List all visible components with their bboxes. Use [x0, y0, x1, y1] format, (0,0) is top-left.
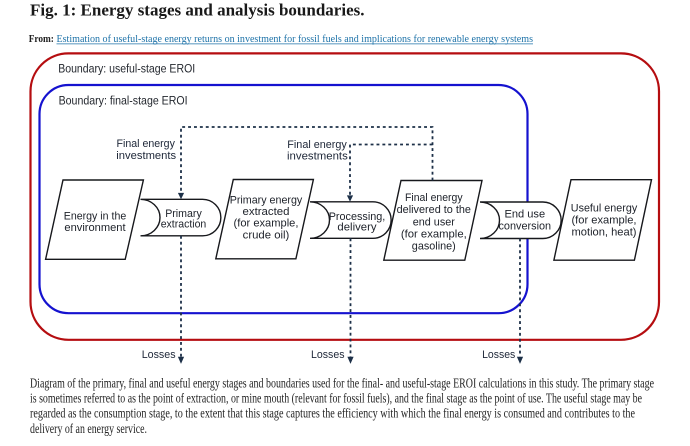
- svg-text:delivered to the: delivered to the: [397, 204, 471, 216]
- svg-text:Energy in the: Energy in the: [64, 211, 127, 223]
- svg-text:crude oil): crude oil): [243, 229, 290, 241]
- svg-text:Final energy: Final energy: [117, 138, 176, 150]
- svg-text:Final energy: Final energy: [405, 192, 463, 204]
- svg-text:extraction: extraction: [161, 219, 207, 231]
- svg-text:Fig. 1: Energy stages and anal: Fig. 1: Energy stages and analysis bound…: [30, 0, 365, 19]
- svg-text:Processing,: Processing,: [329, 211, 386, 223]
- svg-text:environment: environment: [64, 222, 126, 234]
- svg-text:Boundary: useful-stage EROI: Boundary: useful-stage EROI: [58, 61, 195, 75]
- svg-text:Losses: Losses: [482, 349, 516, 361]
- svg-text:Losses: Losses: [311, 349, 345, 361]
- svg-text:Primary energy: Primary energy: [230, 195, 303, 207]
- svg-text:(for example,: (for example,: [571, 215, 636, 227]
- svg-text:Estimation of useful-stage ene: Estimation of useful-stage energy return…: [57, 34, 534, 45]
- svg-text:Diagram of the primary, final: Diagram of the primary, final and useful…: [30, 375, 654, 390]
- svg-text:regarded as the consumption st: regarded as the consumption stage, to th…: [30, 406, 635, 421]
- svg-text:delivery: delivery: [337, 221, 376, 233]
- svg-text:gasoline): gasoline): [412, 241, 456, 253]
- svg-text:investments: investments: [116, 150, 176, 162]
- svg-text:investments: investments: [287, 151, 348, 163]
- svg-text:Primary: Primary: [165, 208, 202, 220]
- svg-text:Useful energy: Useful energy: [571, 203, 638, 215]
- svg-text:Boundary: final-stage EROI: Boundary: final-stage EROI: [59, 94, 188, 108]
- svg-text:extracted: extracted: [243, 206, 290, 218]
- svg-text:End use: End use: [504, 208, 545, 220]
- svg-text:is sometimes referred to as th: is sometimes referred to as the point of…: [30, 390, 642, 405]
- svg-text:Final energy: Final energy: [287, 139, 347, 151]
- svg-text:Losses: Losses: [142, 349, 176, 361]
- svg-text:delivery of an energy service.: delivery of an energy service.: [30, 421, 147, 436]
- svg-text:(for example,: (for example,: [234, 218, 299, 230]
- svg-text:(for example,: (for example,: [401, 228, 467, 240]
- svg-text:conversion: conversion: [499, 221, 552, 233]
- svg-text:end user: end user: [413, 216, 455, 228]
- svg-text:From:: From:: [29, 34, 54, 45]
- svg-text:motion, heat): motion, heat): [572, 227, 637, 239]
